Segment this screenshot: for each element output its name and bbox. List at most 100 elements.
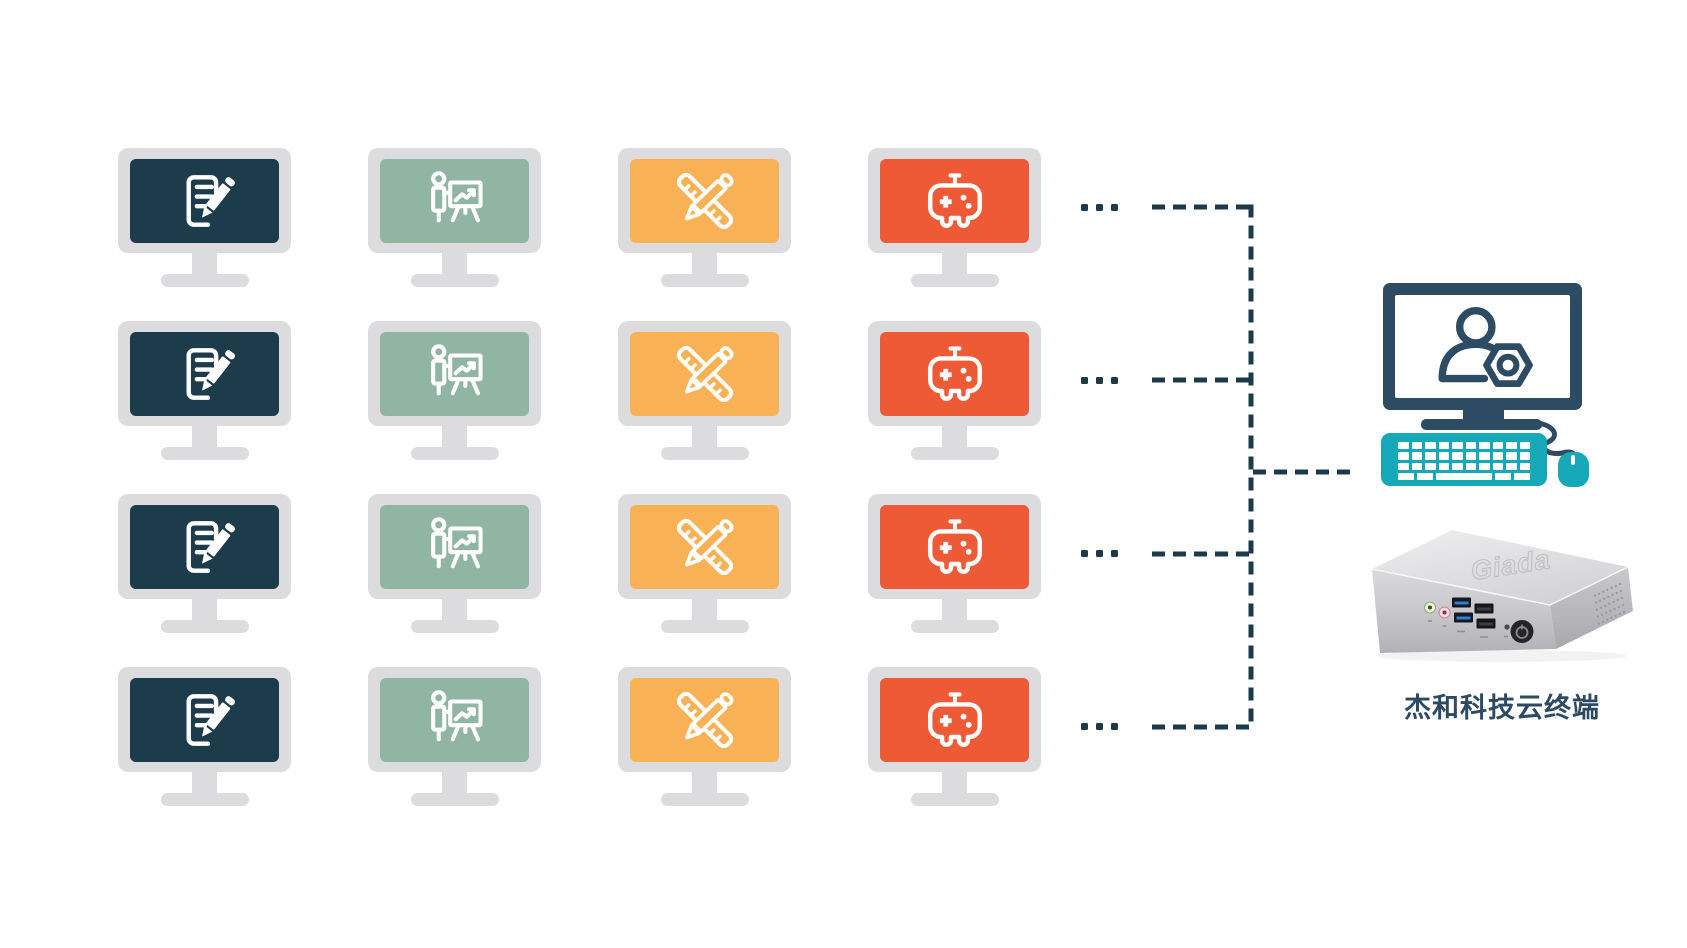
key (1519, 452, 1530, 460)
document-edit-icon (186, 175, 235, 227)
dot (1111, 550, 1118, 558)
monitor-stand-base (411, 274, 499, 287)
presentation-chart-icon (430, 517, 483, 569)
key (1411, 462, 1422, 470)
key (1416, 472, 1433, 480)
monitor-frame (868, 494, 1041, 599)
vent-grille (1593, 582, 1627, 625)
keyboard-row (1398, 472, 1531, 480)
device-top-face (1372, 530, 1628, 605)
monitor-stand-base (161, 274, 249, 287)
device-shadow (1377, 650, 1627, 662)
dot (1111, 203, 1118, 211)
client-monitor-design-row3 (618, 494, 791, 634)
mouse-icon (1558, 452, 1589, 487)
monitor-frame (118, 321, 291, 426)
client-monitor-office-row2 (118, 321, 291, 461)
key (1495, 472, 1512, 480)
key (1519, 462, 1530, 470)
key (1506, 462, 1517, 470)
monitor-frame (868, 667, 1041, 772)
monitor-stand-base (411, 620, 499, 633)
keyboard-icon (1381, 433, 1547, 486)
monitor-stand-neck (192, 253, 217, 274)
keyboard-row (1398, 442, 1530, 450)
key (1506, 442, 1517, 450)
key (1465, 442, 1476, 450)
client-monitor-office-row1 (118, 148, 291, 288)
monitor-stand-neck (442, 772, 467, 793)
gamepad-icon (927, 346, 982, 401)
usb3-ports (1452, 597, 1473, 623)
key (1514, 472, 1531, 480)
monitor-screen (380, 678, 529, 762)
key (1479, 442, 1490, 450)
monitor-screen (380, 505, 529, 589)
key (1398, 462, 1409, 470)
gamepad-icon (927, 692, 982, 747)
key (1425, 452, 1436, 460)
client-monitor-gaming-row2 (868, 321, 1041, 461)
monitor-stand-base (911, 793, 999, 806)
key (1438, 442, 1449, 450)
monitor-frame (368, 667, 541, 772)
client-monitor-presentation-row1 (368, 148, 541, 288)
monitor-stand-neck (192, 772, 217, 793)
presentation-chart-icon (430, 171, 483, 223)
key (1479, 462, 1490, 470)
dot (1096, 376, 1103, 384)
key (1492, 452, 1503, 460)
key (1398, 452, 1409, 460)
admin-monitor-stand-neck (1463, 410, 1504, 420)
keyboard-row (1398, 462, 1530, 470)
monitor-stand-neck (942, 253, 967, 274)
monitor-screen (880, 678, 1029, 762)
key (1411, 442, 1422, 450)
user-gear-icon (1438, 306, 1533, 387)
monitor-frame (868, 148, 1041, 253)
monitor-stand-neck (442, 426, 467, 447)
keyboard-row (1398, 452, 1530, 460)
document-edit-icon (186, 348, 235, 400)
monitor-screen (880, 332, 1029, 416)
key (1425, 442, 1436, 450)
monitor-stand-base (911, 274, 999, 287)
dot (1081, 723, 1088, 731)
terminal-label: 杰和科技云终端 (1404, 693, 1600, 723)
key (1452, 442, 1463, 450)
client-monitor-design-row2 (618, 321, 791, 461)
dot (1081, 376, 1088, 384)
client-monitor-design-row4 (618, 667, 791, 807)
monitor-stand-neck (192, 599, 217, 620)
monitor-stand-neck (942, 426, 967, 447)
monitor-frame (618, 494, 791, 599)
audio-jack-hole (1428, 605, 1432, 610)
gamepad-icon (927, 173, 982, 228)
monitor-stand-base (411, 793, 499, 806)
dot (1081, 550, 1088, 558)
monitor-stand-neck (692, 426, 717, 447)
monitor-screen (130, 678, 279, 762)
monitor-frame (618, 667, 791, 772)
monitor-stand-base (911, 447, 999, 460)
front-ports (1424, 597, 1534, 643)
usb2-ports (1474, 603, 1496, 629)
client-monitor-presentation-row4 (368, 667, 541, 807)
ellipsis-icon (1081, 723, 1118, 731)
monitor-stand-neck (942, 772, 967, 793)
monitor-frame (368, 148, 541, 253)
dot (1081, 203, 1088, 211)
spacebar-key (1435, 472, 1493, 480)
reset-pinhole (1504, 624, 1510, 630)
key (1398, 472, 1414, 480)
monitor-screen (130, 159, 279, 243)
client-monitor-gaming-row4 (868, 667, 1041, 807)
client-monitor-office-row3 (118, 494, 291, 634)
monitor-stand-base (661, 274, 749, 287)
monitor-frame (118, 494, 291, 599)
monitor-screen (630, 159, 779, 243)
dot (1111, 376, 1118, 384)
ellipsis-icon (1081, 376, 1118, 384)
device-edge-highlight (1371, 566, 1629, 606)
